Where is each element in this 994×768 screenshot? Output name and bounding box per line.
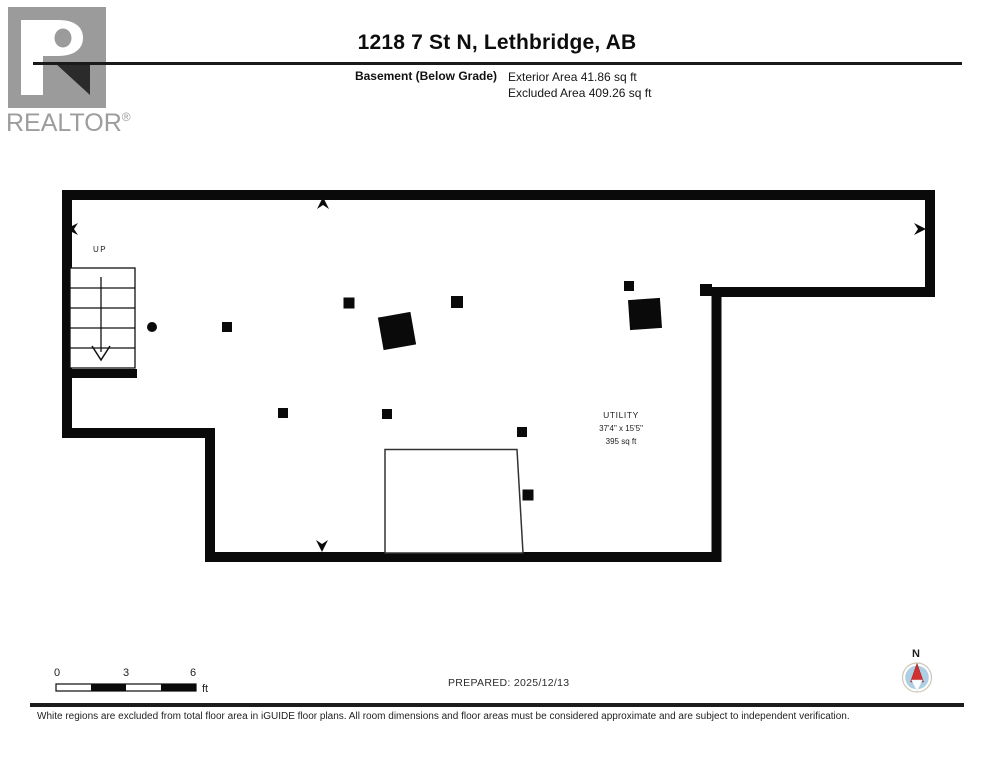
scale-bar-segment [161, 684, 196, 691]
plan-markers [147, 281, 712, 501]
arrow-up-icon [317, 197, 329, 209]
exterior-walls [62, 190, 935, 562]
compass-needle-south-icon [911, 679, 923, 693]
scale-tick-0: 0 [54, 667, 60, 679]
realtor-logo-icon [8, 7, 106, 108]
scale-tick-3: 3 [123, 667, 129, 679]
header-divider-line [33, 62, 962, 65]
stair-direction-arrow [91, 277, 111, 362]
page-title: 1218 7 St N, Lethbridge, AB [357, 31, 637, 54]
scale-bar-segment [91, 684, 126, 691]
post-marker [517, 427, 527, 437]
realtor-wordmark: REALTOR® [6, 109, 131, 137]
exterior-area-text: Exterior Area 41.86 sq ft [508, 70, 637, 84]
post-marker [624, 281, 634, 291]
staircase: UP [69, 245, 136, 369]
stairs-up-label: UP [93, 245, 107, 254]
arrow-right-icon [914, 223, 926, 235]
room-name: UTILITY [603, 410, 639, 420]
scale-tick-6: 6 [190, 667, 196, 679]
equipment-marker [627, 297, 663, 331]
scale-unit-label: ft [202, 683, 208, 695]
post-marker [343, 297, 355, 309]
post-marker [222, 322, 232, 332]
scale-bar: 0 3 6 ft [54, 667, 208, 695]
area-summary: Exterior Area 41.86 sq ft Excluded Area … [508, 69, 651, 101]
room-dimensions: 37'4" x 15'5" [599, 424, 643, 433]
excluded-area-text: Excluded Area 409.26 sq ft [508, 86, 652, 100]
post-marker [382, 409, 392, 419]
registered-mark: ® [121, 110, 131, 124]
arrow-down-icon [316, 540, 328, 552]
compass: N [901, 648, 933, 693]
north-label: N [912, 648, 920, 660]
stair-outline [69, 267, 136, 369]
excluded-region-outline [384, 448, 524, 554]
equipment-marker [377, 311, 417, 351]
post-dot-marker [147, 322, 157, 332]
floor-name-label: Basement (Below Grade) [354, 69, 497, 83]
arrow-left-icon [66, 223, 78, 235]
post-marker [522, 489, 534, 501]
disclaimer-text: White regions are excluded from total fl… [37, 711, 850, 722]
footer-divider-line [30, 703, 964, 707]
post-marker [451, 296, 463, 308]
post-marker [700, 284, 712, 296]
post-marker [278, 408, 288, 418]
utility-room-label: UTILITY 37'4" x 15'5" 395 sq ft [599, 410, 643, 446]
stair-treads [70, 287, 135, 349]
room-area: 395 sq ft [606, 437, 637, 446]
prepared-date: PREPARED: 2025/12/13 [448, 677, 570, 689]
